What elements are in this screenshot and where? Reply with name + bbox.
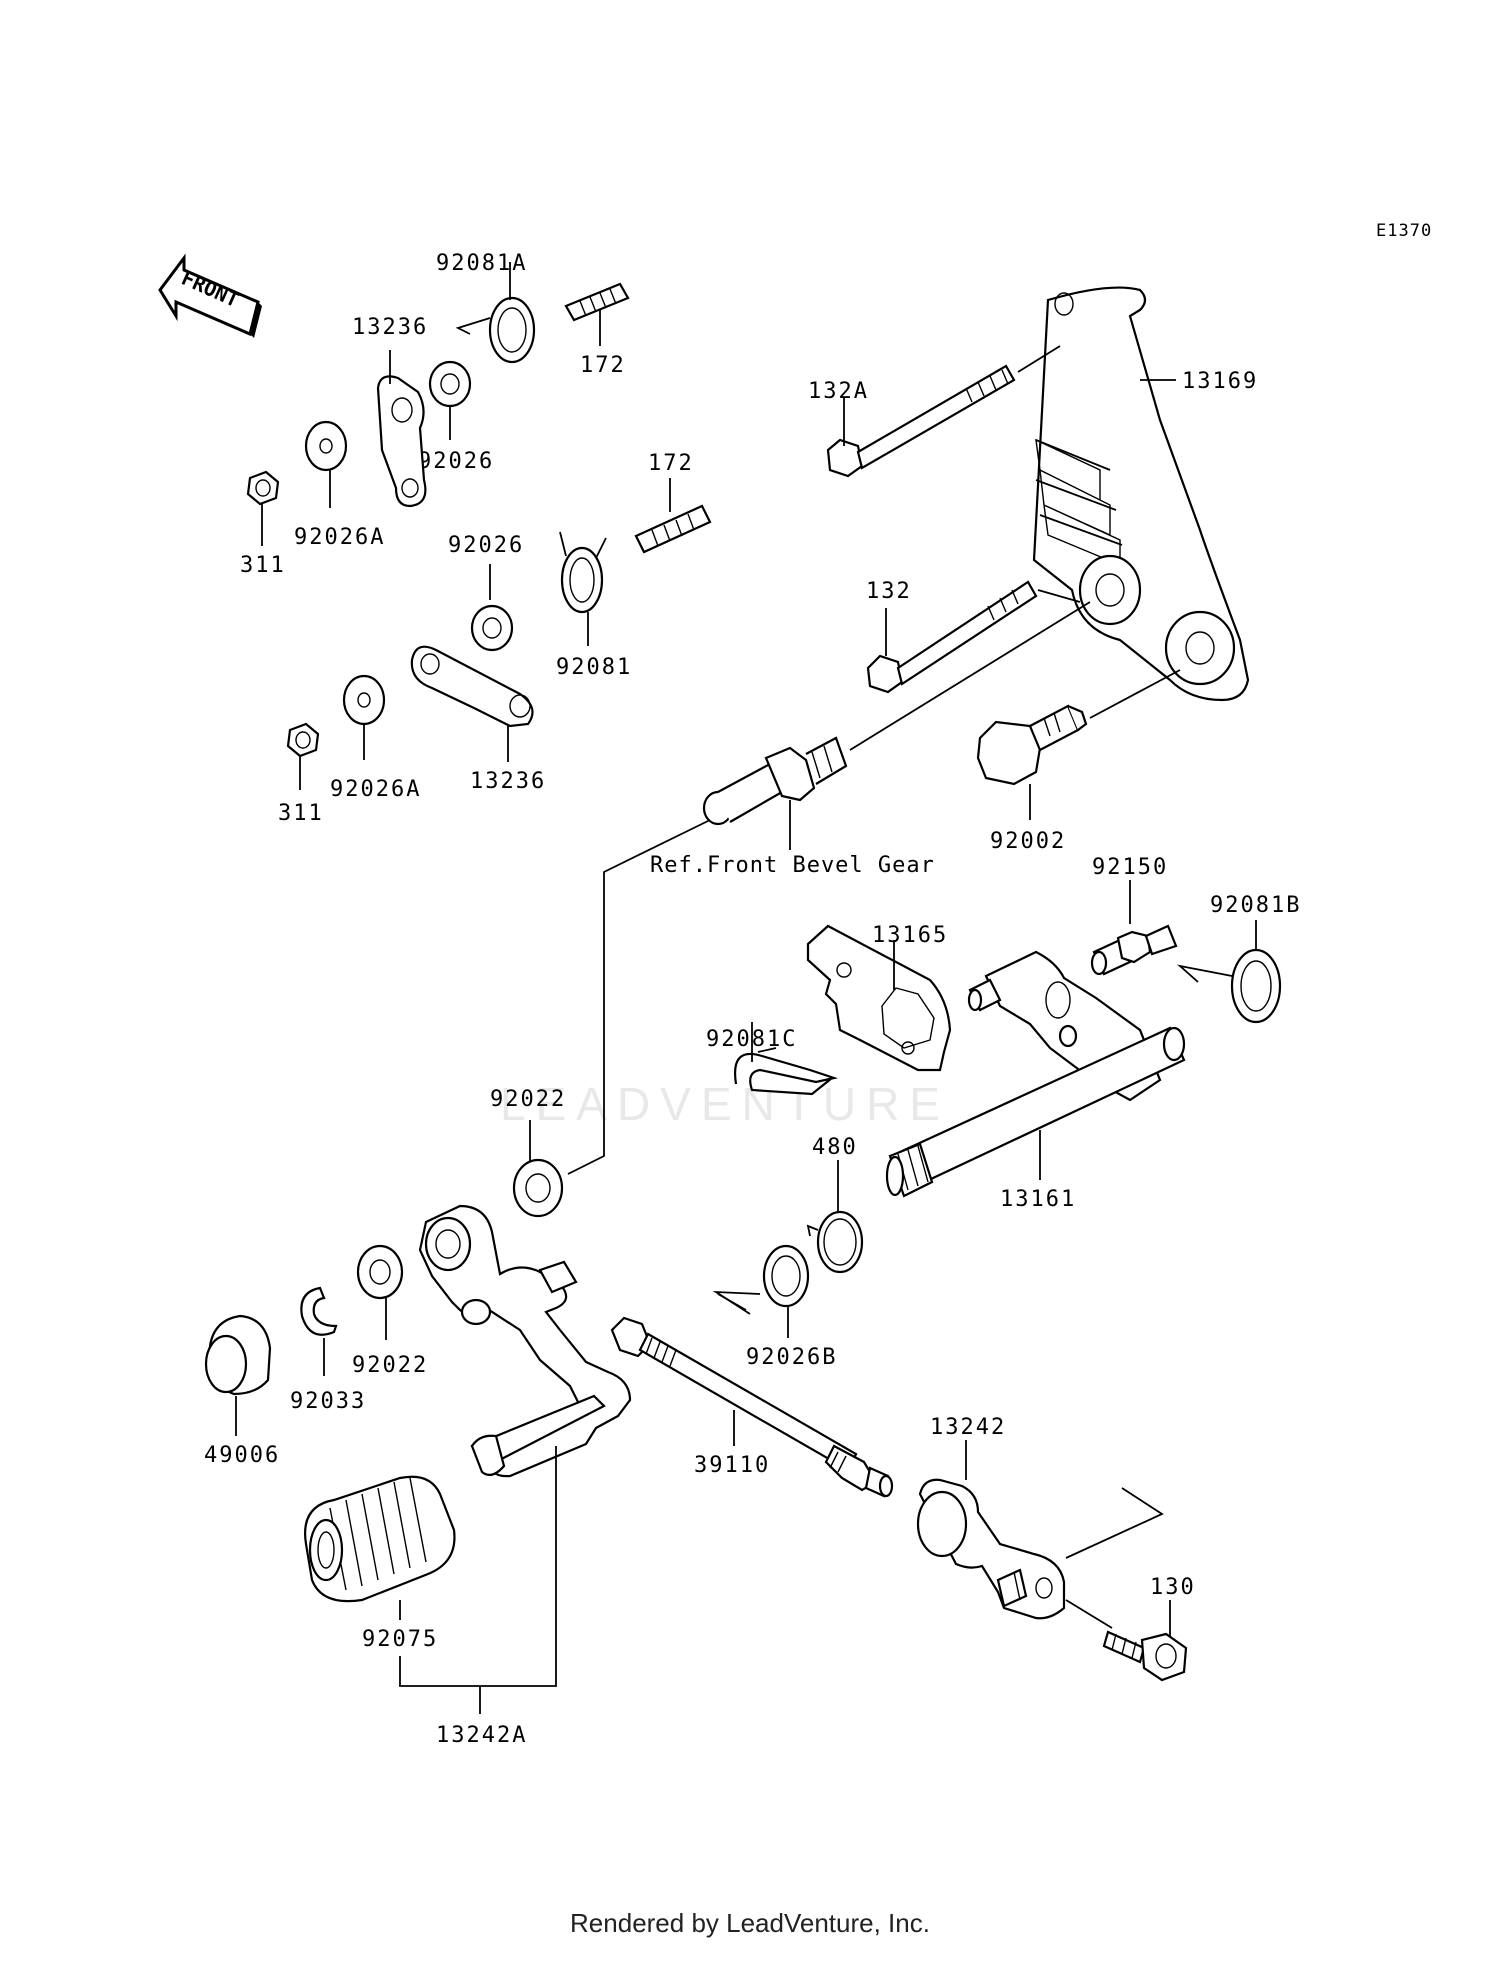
- stud-172-lower[interactable]: [634, 504, 712, 554]
- pin-92150[interactable]: [1090, 924, 1178, 976]
- clip-92081C[interactable]: [733, 1047, 839, 1096]
- pedal-rubber-92075[interactable]: [304, 1475, 456, 1603]
- label-92081: 92081: [556, 655, 632, 680]
- label-92150: 92150: [1092, 855, 1168, 880]
- label-132: 132: [866, 579, 912, 604]
- label-92022-lower: 92022: [352, 1353, 428, 1378]
- label-172-lower: 172: [648, 451, 694, 476]
- circlip-480[interactable]: [806, 1210, 864, 1274]
- stud-172-upper[interactable]: [564, 282, 630, 322]
- washer-92026-upper[interactable]: [428, 360, 472, 408]
- label-92026-upper: 92026: [418, 449, 494, 474]
- eclip-92033[interactable]: [300, 1286, 338, 1336]
- label-92026A-upper: 92026A: [294, 525, 385, 550]
- shift-shaft-13161[interactable]: [885, 950, 1186, 1198]
- nut-311-lower[interactable]: [286, 722, 320, 758]
- washer-92026A-upper[interactable]: [304, 420, 348, 472]
- washer-92022-upper[interactable]: [512, 1158, 564, 1218]
- lever-13236-lower[interactable]: [410, 645, 534, 728]
- label-92033: 92033: [290, 1389, 366, 1414]
- plate-13165[interactable]: [806, 924, 952, 1072]
- tie-rod-39110[interactable]: [610, 1316, 894, 1498]
- label-13236-lower: 13236: [470, 769, 546, 794]
- spring-92081A[interactable]: [455, 296, 536, 364]
- label-132A: 132A: [808, 379, 869, 404]
- label-13236-upper: 13236: [352, 315, 428, 340]
- label-172-upper: 172: [580, 353, 626, 378]
- label-130: 130: [1150, 1575, 1196, 1600]
- washer-92026B[interactable]: [762, 1244, 810, 1308]
- washer-92026A-lower[interactable]: [342, 674, 386, 726]
- label-92026A-lower: 92026A: [330, 777, 421, 802]
- bracket-13169[interactable]: [1032, 286, 1250, 702]
- label-13165: 13165: [872, 923, 948, 948]
- cap-49006[interactable]: [204, 1314, 272, 1396]
- label-92026B: 92026B: [746, 1345, 837, 1370]
- bolt-132A[interactable]: [826, 364, 1016, 478]
- label-311-lower: 311: [278, 801, 324, 826]
- lever-13236-upper[interactable]: [376, 375, 427, 508]
- diagram-code: E1370: [1376, 221, 1432, 241]
- label-92022-upper: 92022: [490, 1087, 566, 1112]
- nut-311-upper[interactable]: [246, 470, 280, 506]
- shift-pedal-13242A[interactable]: [418, 1204, 632, 1478]
- label-92002: 92002: [990, 829, 1066, 854]
- spring-92081B[interactable]: [1176, 948, 1282, 1024]
- washer-92026-lower[interactable]: [470, 604, 514, 652]
- label-311-upper: 311: [240, 553, 286, 578]
- bolt-132[interactable]: [866, 580, 1038, 694]
- front-arrow-icon: FRONT: [158, 253, 262, 338]
- label-92075: 92075: [362, 1627, 438, 1652]
- label-13169: 13169: [1182, 369, 1258, 394]
- label-92081B: 92081B: [1210, 893, 1301, 918]
- label-92081A: 92081A: [436, 251, 527, 276]
- label-92026-lower: 92026: [448, 533, 524, 558]
- label-13161: 13161: [1000, 1187, 1076, 1212]
- front-bevel-gear-shaft[interactable]: [702, 736, 848, 826]
- label-480: 480: [812, 1135, 858, 1160]
- watermark: LEADVENTURE: [500, 1078, 950, 1130]
- washer-92022-lower[interactable]: [356, 1244, 404, 1300]
- spring-92081[interactable]: [559, 531, 607, 614]
- bolt-92002[interactable]: [976, 704, 1088, 786]
- label-13242A: 13242A: [436, 1723, 527, 1748]
- lever-13242[interactable]: [916, 1478, 1066, 1620]
- footer-credit: Rendered by LeadVenture, Inc.: [570, 1908, 930, 1938]
- label-49006: 49006: [204, 1443, 280, 1468]
- label-92081C: 92081C: [706, 1027, 797, 1052]
- bolt-130[interactable]: [1102, 1630, 1188, 1682]
- label-39110: 39110: [694, 1453, 770, 1478]
- label-13242: 13242: [930, 1415, 1006, 1440]
- reference-note: Ref.Front Bevel Gear: [650, 853, 935, 878]
